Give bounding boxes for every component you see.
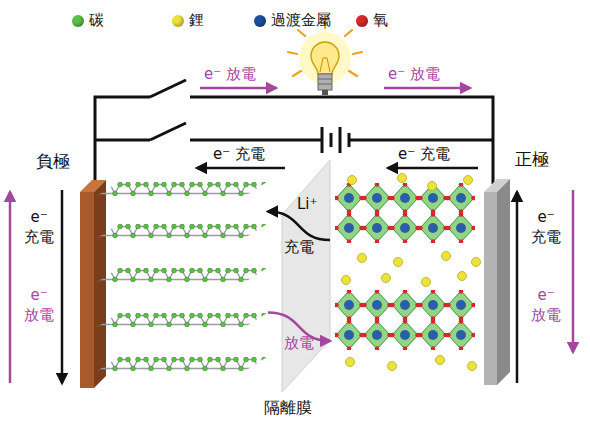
plate-side <box>497 179 510 385</box>
electron-arrow <box>197 167 285 170</box>
legend-label: 鋰 <box>189 11 204 29</box>
electron-arrow <box>572 190 575 352</box>
oxide-layer <box>335 183 475 243</box>
aluminium-collector <box>484 179 510 385</box>
cathode-crystal <box>335 174 481 371</box>
ray <box>349 71 357 76</box>
edge-label: 充電 <box>284 238 314 256</box>
wire <box>95 139 150 142</box>
ion-label: Li⁺ <box>297 195 317 213</box>
graphene-layer <box>97 268 267 282</box>
anode-node: 負極 <box>80 178 268 388</box>
electron-arrow <box>200 87 276 90</box>
electron-flow-label: e⁻ 充電 <box>398 145 450 163</box>
electron-flow-label: e⁻ 放電 <box>22 285 56 326</box>
electron-flow-label: e⁻ 放電 <box>388 65 440 83</box>
legend-swatch <box>356 15 368 27</box>
lithium-atom <box>472 258 481 267</box>
battery-plate <box>348 133 351 147</box>
wire <box>349 139 493 142</box>
ray <box>288 52 297 54</box>
bulb-filament <box>320 58 330 72</box>
lithium-atom <box>458 272 467 281</box>
lithium-atom <box>382 274 391 283</box>
legend-label: 碳 <box>89 11 104 29</box>
lithium-atom <box>468 362 477 371</box>
switch-blade <box>150 123 186 140</box>
battery-plate <box>330 133 333 147</box>
lithium-atom <box>348 176 357 185</box>
oxide-layer <box>335 290 475 350</box>
plate-side <box>94 180 106 388</box>
bulb-base <box>318 74 332 90</box>
bulb-glass <box>311 42 339 74</box>
electron-arrow <box>516 192 519 383</box>
lithium-atom <box>436 356 445 365</box>
wire <box>190 97 493 184</box>
lithium-atom <box>388 362 397 371</box>
circuit-wire <box>95 80 493 184</box>
bulb-contact <box>322 90 328 95</box>
plate-front <box>80 192 94 388</box>
electrode-label: 正極 <box>507 149 557 169</box>
ray <box>298 30 305 36</box>
electron-arrow <box>384 87 470 90</box>
wire <box>95 97 150 184</box>
bulb-thread <box>318 84 332 85</box>
legend-swatch <box>254 15 266 27</box>
legend-swatch <box>172 15 184 27</box>
separator-shape <box>280 158 332 394</box>
bulb-thread <box>318 79 332 80</box>
battery-symbol <box>322 127 349 153</box>
lithium-atom <box>346 358 355 367</box>
separator-membrane <box>282 160 330 392</box>
legend-label: 氧 <box>373 11 388 29</box>
electrode-label: 負極 <box>28 151 78 171</box>
lithium-atom <box>394 258 403 267</box>
graphene-layer <box>97 182 267 196</box>
electron-flow-label: e⁻ 放電 <box>204 65 256 83</box>
cathode-node: 正極 <box>330 175 510 385</box>
legend-swatch <box>72 15 84 27</box>
electron-flow-label: e⁻ 充電 <box>529 207 563 248</box>
switch-blade <box>150 80 186 97</box>
electron-flow-label: e⁻ 充電 <box>22 207 56 248</box>
edge-label: 放電 <box>284 334 314 352</box>
battery-plate <box>321 127 324 153</box>
ray <box>293 71 301 76</box>
lithium-atom <box>358 254 367 263</box>
lithium-atom <box>422 278 431 287</box>
wire <box>190 139 322 142</box>
lithium-atom <box>398 174 407 183</box>
separator-node: 隔離膜 <box>280 158 332 394</box>
graphene-layer <box>97 357 267 371</box>
lithium-atom <box>428 182 437 191</box>
electron-arrow <box>9 192 12 383</box>
lithium-atom <box>442 252 451 261</box>
copper-collector <box>80 180 106 388</box>
battery-plate <box>339 127 342 153</box>
electron-flow-label: e⁻ 充電 <box>213 145 265 163</box>
electron-arrow <box>61 190 64 383</box>
lithium-atoms <box>342 174 481 371</box>
ion-flow-arrow <box>268 212 330 241</box>
plate-front <box>484 192 497 385</box>
lithium-atom <box>464 176 473 185</box>
ray <box>353 52 362 54</box>
lithium-atom <box>342 276 351 285</box>
ion-flow-arrow <box>268 312 330 341</box>
legend-label: 過渡金屬 <box>271 11 331 29</box>
electron-arrow <box>388 167 478 170</box>
graphene-layer <box>97 313 267 327</box>
ray <box>345 30 352 36</box>
separator-label: 隔離膜 <box>238 398 338 417</box>
graphene-layer <box>97 224 267 238</box>
graphite-layers <box>97 182 267 371</box>
light-bulb <box>288 19 362 95</box>
electron-flow-label: e⁻ 放電 <box>529 285 563 326</box>
